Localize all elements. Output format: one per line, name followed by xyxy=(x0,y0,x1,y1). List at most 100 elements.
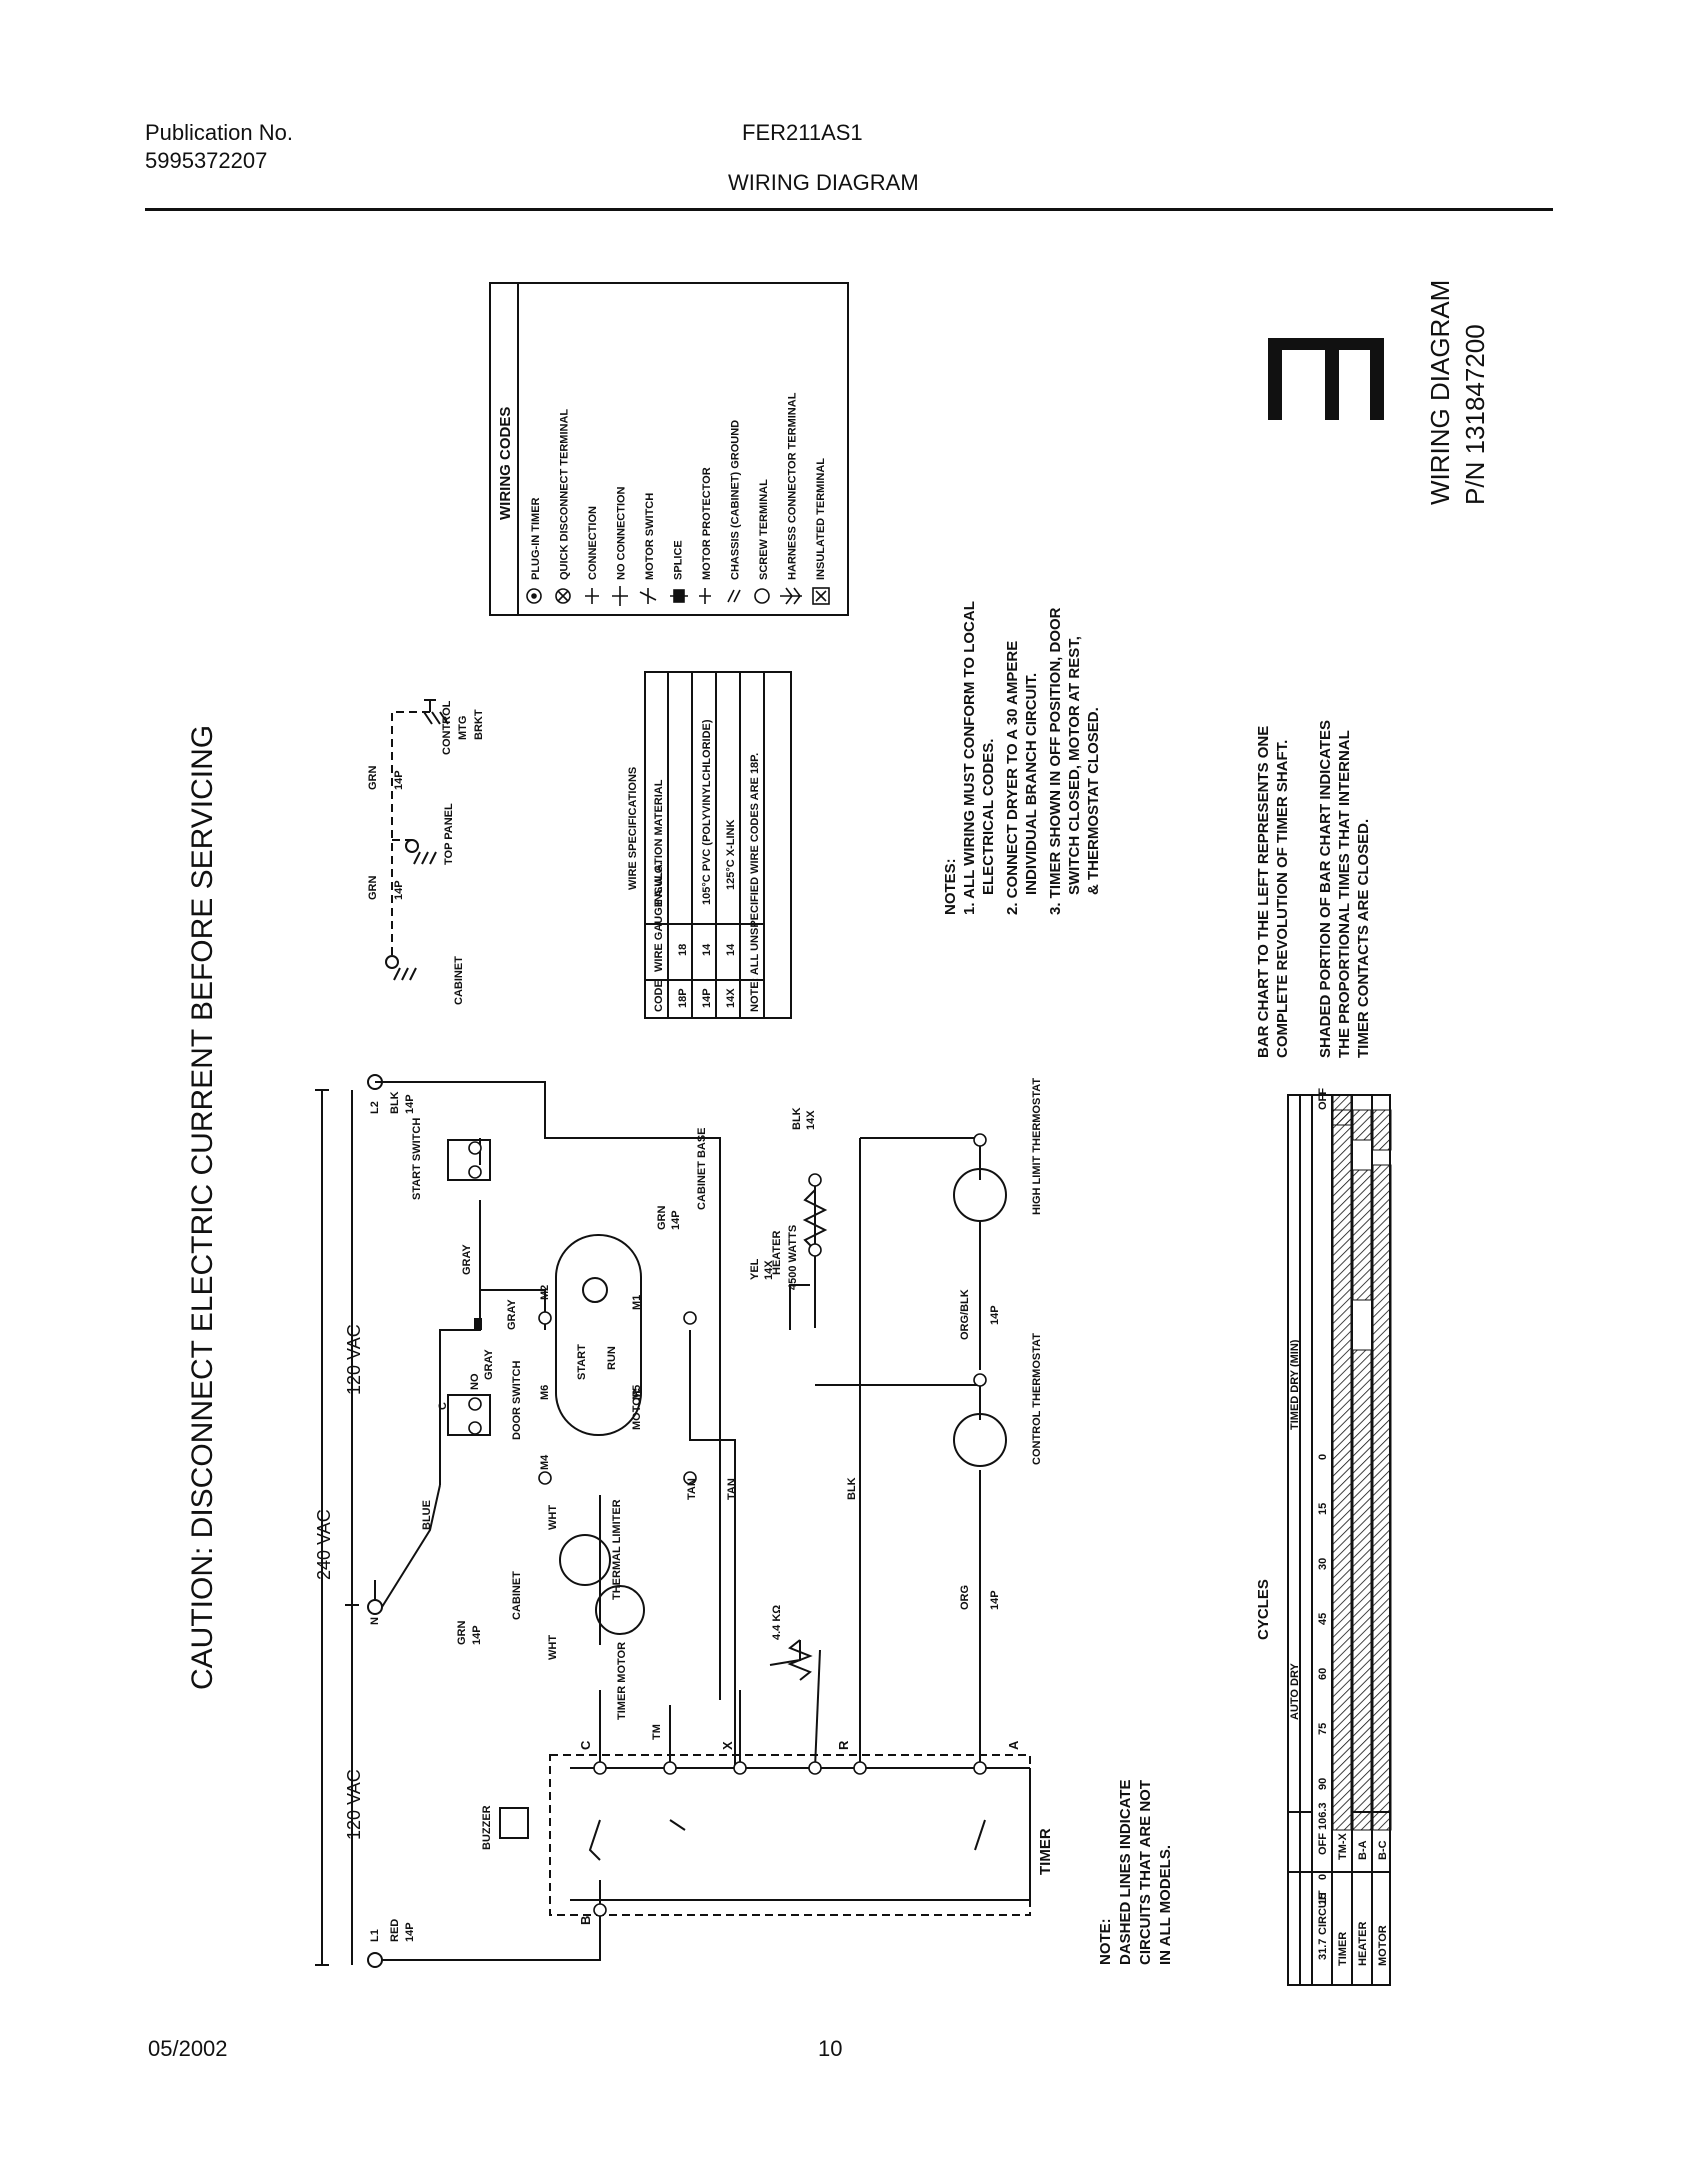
wiring-code-label: SPLICE xyxy=(673,540,685,580)
label-m4: M4 xyxy=(539,1454,551,1470)
voltage-120-upper: 120 VAC xyxy=(344,1324,364,1395)
label-tm: TM xyxy=(651,1724,663,1740)
label-wht-1: WHT xyxy=(547,1505,559,1530)
header-rule xyxy=(145,208,1553,211)
page-number: 10 xyxy=(818,2036,843,2061)
ground-14p2-label: 14P xyxy=(393,770,405,790)
footer-date: 05/2002 xyxy=(148,2036,228,2061)
ground-14p-label: 14P xyxy=(393,880,405,900)
cycles-row2-circuit: B-A xyxy=(1357,1840,1369,1860)
cycle-closed-bar xyxy=(1372,1109,1392,1151)
wire-spec-row1-gauge: 18 xyxy=(677,944,689,956)
label-cabinet-base: CABINET BASE xyxy=(696,1127,708,1210)
note-line-2: ELECTRICAL CODES. xyxy=(980,739,997,895)
wiring-code-label: MOTOR PROTECTOR xyxy=(701,467,713,580)
ground-grn2-label: GRN xyxy=(367,766,379,791)
wiring-code-label: PLUG-IN TIMER xyxy=(530,497,542,580)
label-term-c: C xyxy=(578,1740,593,1750)
label-blk: BLK xyxy=(389,1091,401,1114)
label-no: NO xyxy=(469,1373,481,1390)
label-m6: M6 xyxy=(539,1385,551,1400)
label-blk-14x: BLK xyxy=(791,1107,803,1130)
ground-brkt-label: BRKT xyxy=(473,709,485,740)
schematic: 240 VAC 120 VAC 120 VAC xyxy=(314,1074,1031,1968)
label-buzzer: BUZZER xyxy=(481,1805,493,1850)
voltage-240: 240 VAC xyxy=(314,1509,334,1580)
cycle-closed-bar xyxy=(1352,1169,1372,1301)
note-line-3: 2. CONNECT DRYER TO A 30 AMPERE xyxy=(1004,641,1021,915)
label-c: C xyxy=(437,1402,449,1410)
label-heater: HEATER xyxy=(771,1231,783,1275)
wire-spec-row2-code: 14P xyxy=(701,988,713,1008)
cycles-tick-label: 31.7 xyxy=(1317,1939,1329,1960)
ground-grn-label: GRN xyxy=(367,876,379,901)
ground-straps xyxy=(385,699,449,981)
notes-block: NOTES: 1. ALL WIRING MUST CONFORM TO LOC… xyxy=(942,601,1102,915)
cycles-tick-label: 90 xyxy=(1317,1778,1329,1790)
cycle-closed-bar xyxy=(1372,1164,1392,1831)
label-tan-1: TAN xyxy=(686,1478,698,1500)
dashed-note-line-3: IN ALL MODELS. xyxy=(1157,1845,1174,1965)
cycle-closed-bar xyxy=(1352,1349,1372,1831)
label-motor-grn: GRN xyxy=(656,1206,668,1231)
cycles-tick-label: 0 xyxy=(1317,1874,1329,1880)
label-term-b: B xyxy=(578,1916,593,1925)
label-door-switch: DOOR SWITCH xyxy=(511,1361,523,1440)
label-timer: TIMER xyxy=(1037,1828,1054,1875)
label-org: ORG xyxy=(959,1585,971,1610)
label-m1: M1 xyxy=(631,1295,643,1310)
model-number: FER211AS1 xyxy=(742,120,863,145)
label-blk-14x-code: 14X xyxy=(805,1110,817,1130)
cycles-row3-group: MOTOR xyxy=(1377,1925,1389,1966)
label-red: RED xyxy=(389,1919,401,1942)
label-blue: BLUE xyxy=(421,1500,433,1530)
cycles-row2-group: HEATER xyxy=(1357,1922,1369,1966)
wiring-codes-title: WIRING CODES xyxy=(497,407,514,520)
cycles-timed-dry-label: TIMED DRY (MIN) xyxy=(1289,1339,1301,1430)
wire-spec-row3-insulation: 125°C X-LINK xyxy=(725,820,737,890)
bar-note-1: BAR CHART TO THE LEFT REPRESENTS ONE xyxy=(1255,726,1272,1058)
notes-title: NOTES: xyxy=(942,858,959,915)
wire-spec-header-insulation: INSULATION MATERIAL xyxy=(653,779,665,905)
wiring-codes-table: WIRING CODES xyxy=(489,282,849,616)
label-control-thermostat: CONTROL THERMOSTAT xyxy=(1031,1333,1043,1465)
ground-mtg-label: MTG xyxy=(457,716,469,740)
bar-note-5: TIMER CONTACTS ARE CLOSED. xyxy=(1355,819,1372,1058)
wiring-code-label: MOTOR SWITCH xyxy=(644,493,656,580)
label-term-x: X xyxy=(720,1741,735,1750)
wire-specs-title: WIRE SPECIFICATIONS xyxy=(627,767,639,890)
note-line-5: 3. TIMER SHOWN IN OFF POSITION, DOOR xyxy=(1047,607,1064,915)
label-l2: L2 xyxy=(369,1101,381,1114)
label-high-limit: HIGH LIMIT THERMOSTAT xyxy=(1031,1078,1043,1215)
publication-number: 5995372207 xyxy=(145,148,268,173)
wire-spec-row1-insulation: 105°C PVC (POLYVINYLCHLORIDE) xyxy=(701,719,713,905)
label-blk-2: BLK xyxy=(846,1477,858,1500)
label-resistor: 4.4 KΩ xyxy=(771,1605,783,1640)
label-org-14p: 14P xyxy=(989,1590,1001,1610)
cycles-tick-label: 60 xyxy=(1317,1668,1329,1680)
wire-spec-note: NOTE: ALL UNSPECIFIED WIRE CODES ARE 18P… xyxy=(749,753,761,1012)
label-org-blk-14p: 14P xyxy=(989,1305,1001,1325)
document-title: WIRING DIAGRAM xyxy=(728,170,919,195)
wire-spec-row3-code: 14X xyxy=(725,988,737,1008)
label-motor: MOTOR xyxy=(631,1389,643,1430)
bar-note-3: SHADED PORTION OF BAR CHART INDICATES xyxy=(1317,720,1334,1058)
label-m2: M2 xyxy=(539,1285,551,1300)
ground-control-label: CONTROL xyxy=(441,700,453,755)
wiring-code-label: INSULATED TERMINAL xyxy=(815,458,827,580)
label-n: N xyxy=(369,1617,381,1625)
note-line-7: & THERMOSTAT CLOSED. xyxy=(1085,707,1102,895)
dashed-lines-note: NOTE: DASHED LINES INDICATE CIRCUITS THA… xyxy=(1097,1779,1174,1965)
part-number: P/N 131847200 xyxy=(1460,324,1490,505)
label-gray-1: GRAY xyxy=(461,1244,473,1275)
bar-note-2: COMPLETE REVOLUTION OF TIMER SHAFT. xyxy=(1274,740,1291,1058)
wiring-code-label: SCREW TERMINAL xyxy=(758,479,770,580)
label-start-switch: START SWITCH xyxy=(411,1118,423,1200)
ground-top-panel-label: TOP PANEL xyxy=(443,803,455,865)
label-motor-grn-14p: 14P xyxy=(670,1210,682,1230)
label-red-14p: 14P xyxy=(404,1922,416,1942)
label-timer-motor: TIMER MOTOR xyxy=(616,1642,628,1720)
label-gray-2: GRAY xyxy=(506,1299,518,1330)
